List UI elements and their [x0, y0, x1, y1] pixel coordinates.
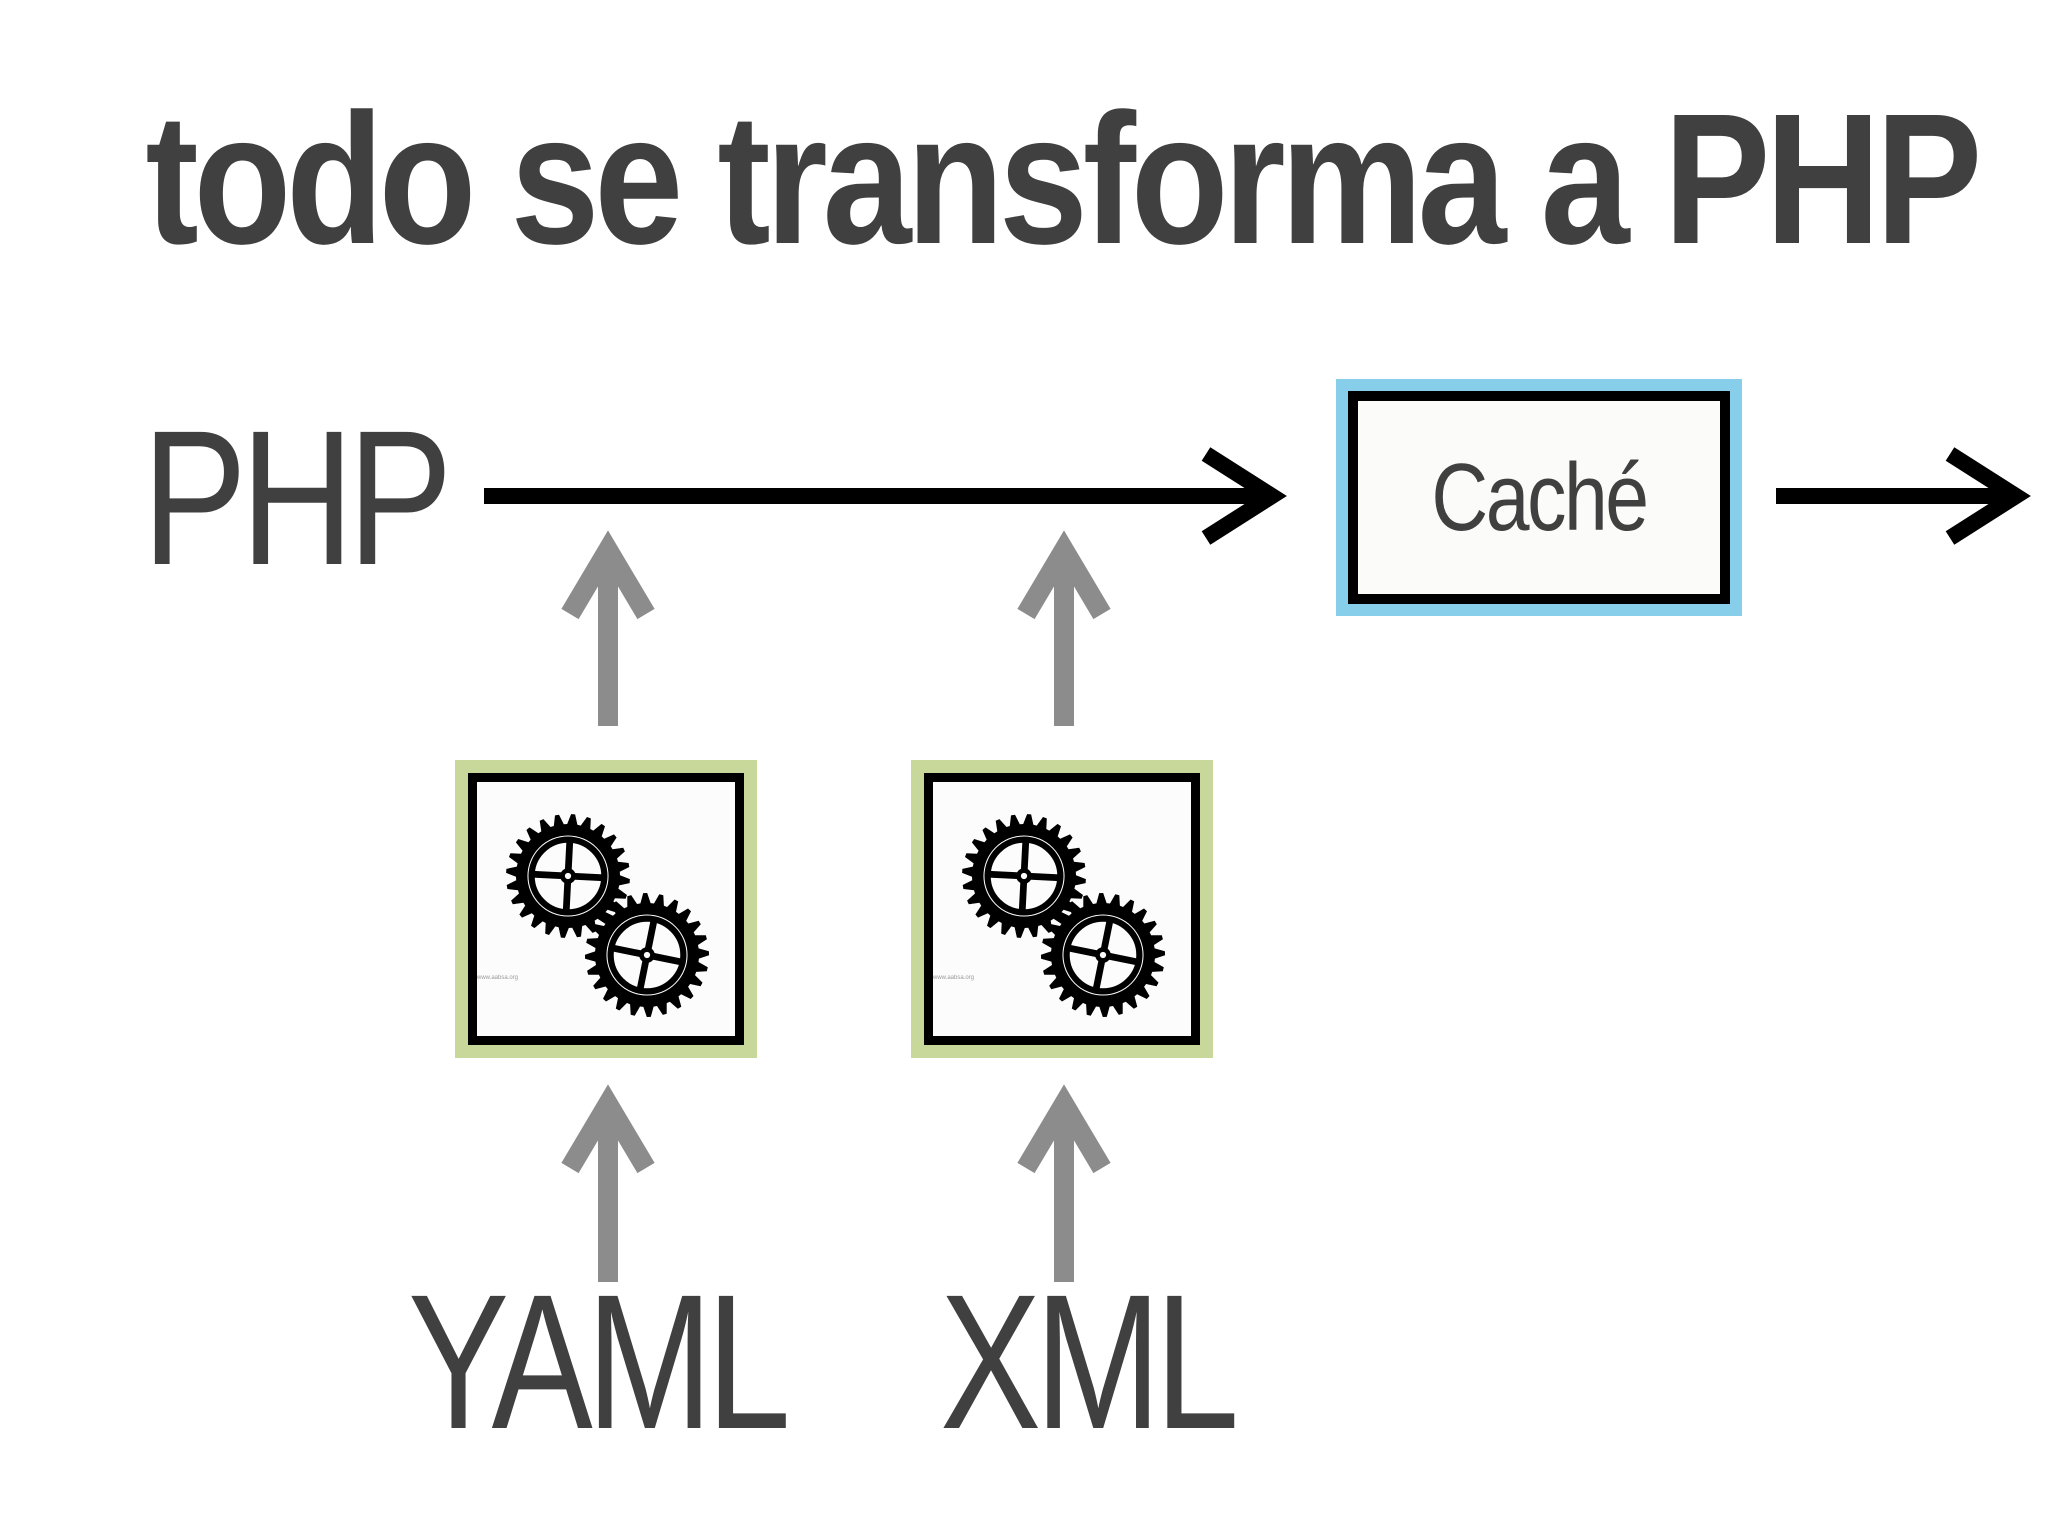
main-flow-arrow-icon [484, 447, 1287, 545]
xml-to-flow-arrow-icon [1017, 530, 1111, 726]
cache-box-inner: Caché [1348, 391, 1730, 604]
gear-wheel-icon [1041, 893, 1165, 1017]
output-arrow-icon [1776, 447, 2031, 545]
gear-wheel-icon [962, 814, 1086, 938]
gears-icon [962, 814, 1165, 1017]
yaml-to-transformer-arrow-icon [561, 1084, 655, 1282]
cache-label: Caché [1431, 444, 1649, 551]
xml-transformer-box: www.aabsa.org [911, 760, 1213, 1058]
yaml-transformer-box: www.aabsa.org [455, 760, 757, 1058]
gear-wheel-icon [585, 893, 709, 1017]
xml-source-label: XML [940, 1254, 1239, 1469]
xml-to-transformer-arrow-icon [1017, 1084, 1111, 1282]
php-source-label: PHP [142, 390, 453, 605]
gear-watermark: www.aabsa.org [933, 975, 975, 981]
gear-watermark: www.aabsa.org [477, 975, 519, 981]
slide-title: todo se transforma a PHP [145, 76, 1982, 283]
gear-wheel-icon [506, 814, 630, 938]
gears-icon [506, 814, 709, 1017]
yaml-to-flow-arrow-icon [561, 530, 655, 726]
yaml-source-label: YAML [408, 1254, 791, 1469]
cache-box: Caché [1336, 379, 1742, 616]
